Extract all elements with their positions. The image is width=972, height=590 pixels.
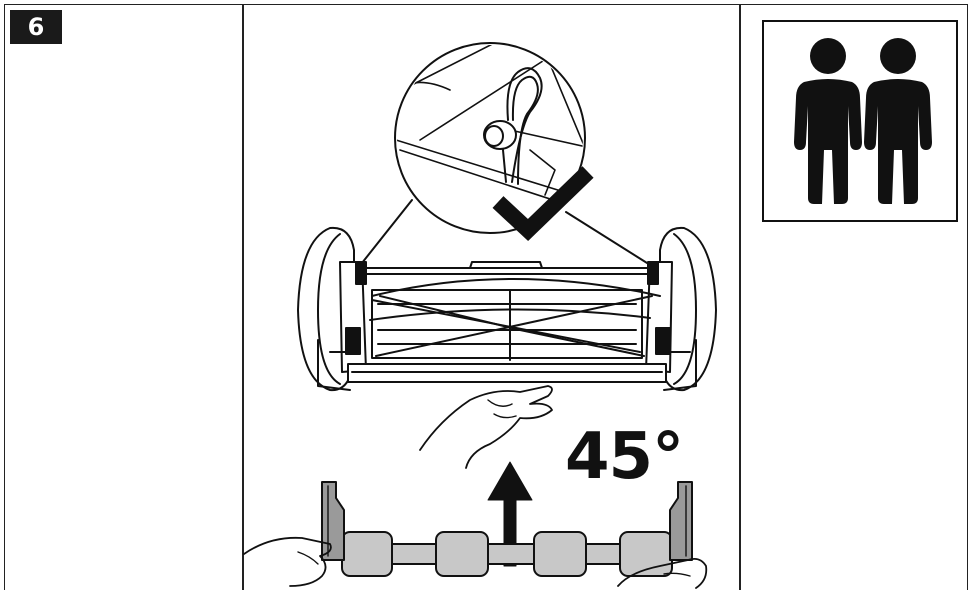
magnifier-leader-lines	[357, 199, 656, 269]
angle-label: 45°	[565, 420, 684, 494]
page-frame	[4, 4, 968, 590]
hand-lower-right	[617, 557, 708, 589]
hand-upper	[419, 385, 553, 469]
reel-roller-assembly	[321, 481, 693, 577]
hand-lower-left	[243, 536, 332, 587]
column-divider-left	[242, 4, 244, 590]
hairpin-cotter-pin-icon	[483, 67, 543, 185]
checkmark-icon	[492, 166, 594, 242]
lawn-mower	[297, 226, 717, 392]
two-person-lift-box	[762, 20, 958, 222]
step-number-badge: 6	[10, 10, 62, 44]
column-divider-right	[739, 4, 741, 590]
two-people-icon	[794, 38, 932, 204]
magnifier-detail	[394, 42, 586, 234]
arrow-up-icon	[487, 461, 533, 567]
